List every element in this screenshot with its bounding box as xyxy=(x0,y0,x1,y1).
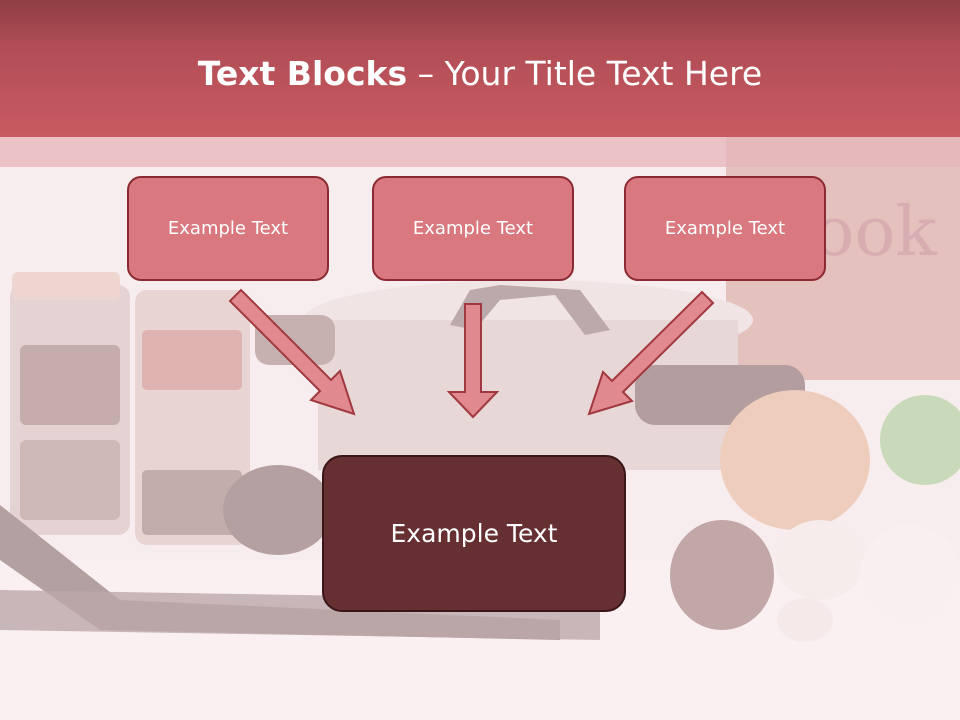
header-bar xyxy=(0,0,960,137)
bell-pepper xyxy=(720,390,870,530)
title-bold: Text Blocks xyxy=(197,54,408,93)
text-block-1: Example Text xyxy=(127,176,329,281)
center-text-block: Example Text xyxy=(322,455,626,612)
text-block-2: Example Text xyxy=(372,176,574,281)
title-rest: Your Title Text Here xyxy=(444,54,763,93)
header-band-accent xyxy=(726,137,960,167)
text-block-3: Example Text xyxy=(624,176,826,281)
title-dash: – xyxy=(407,54,445,93)
slide-title: Text Blocks – Your Title Text Here xyxy=(0,48,960,100)
